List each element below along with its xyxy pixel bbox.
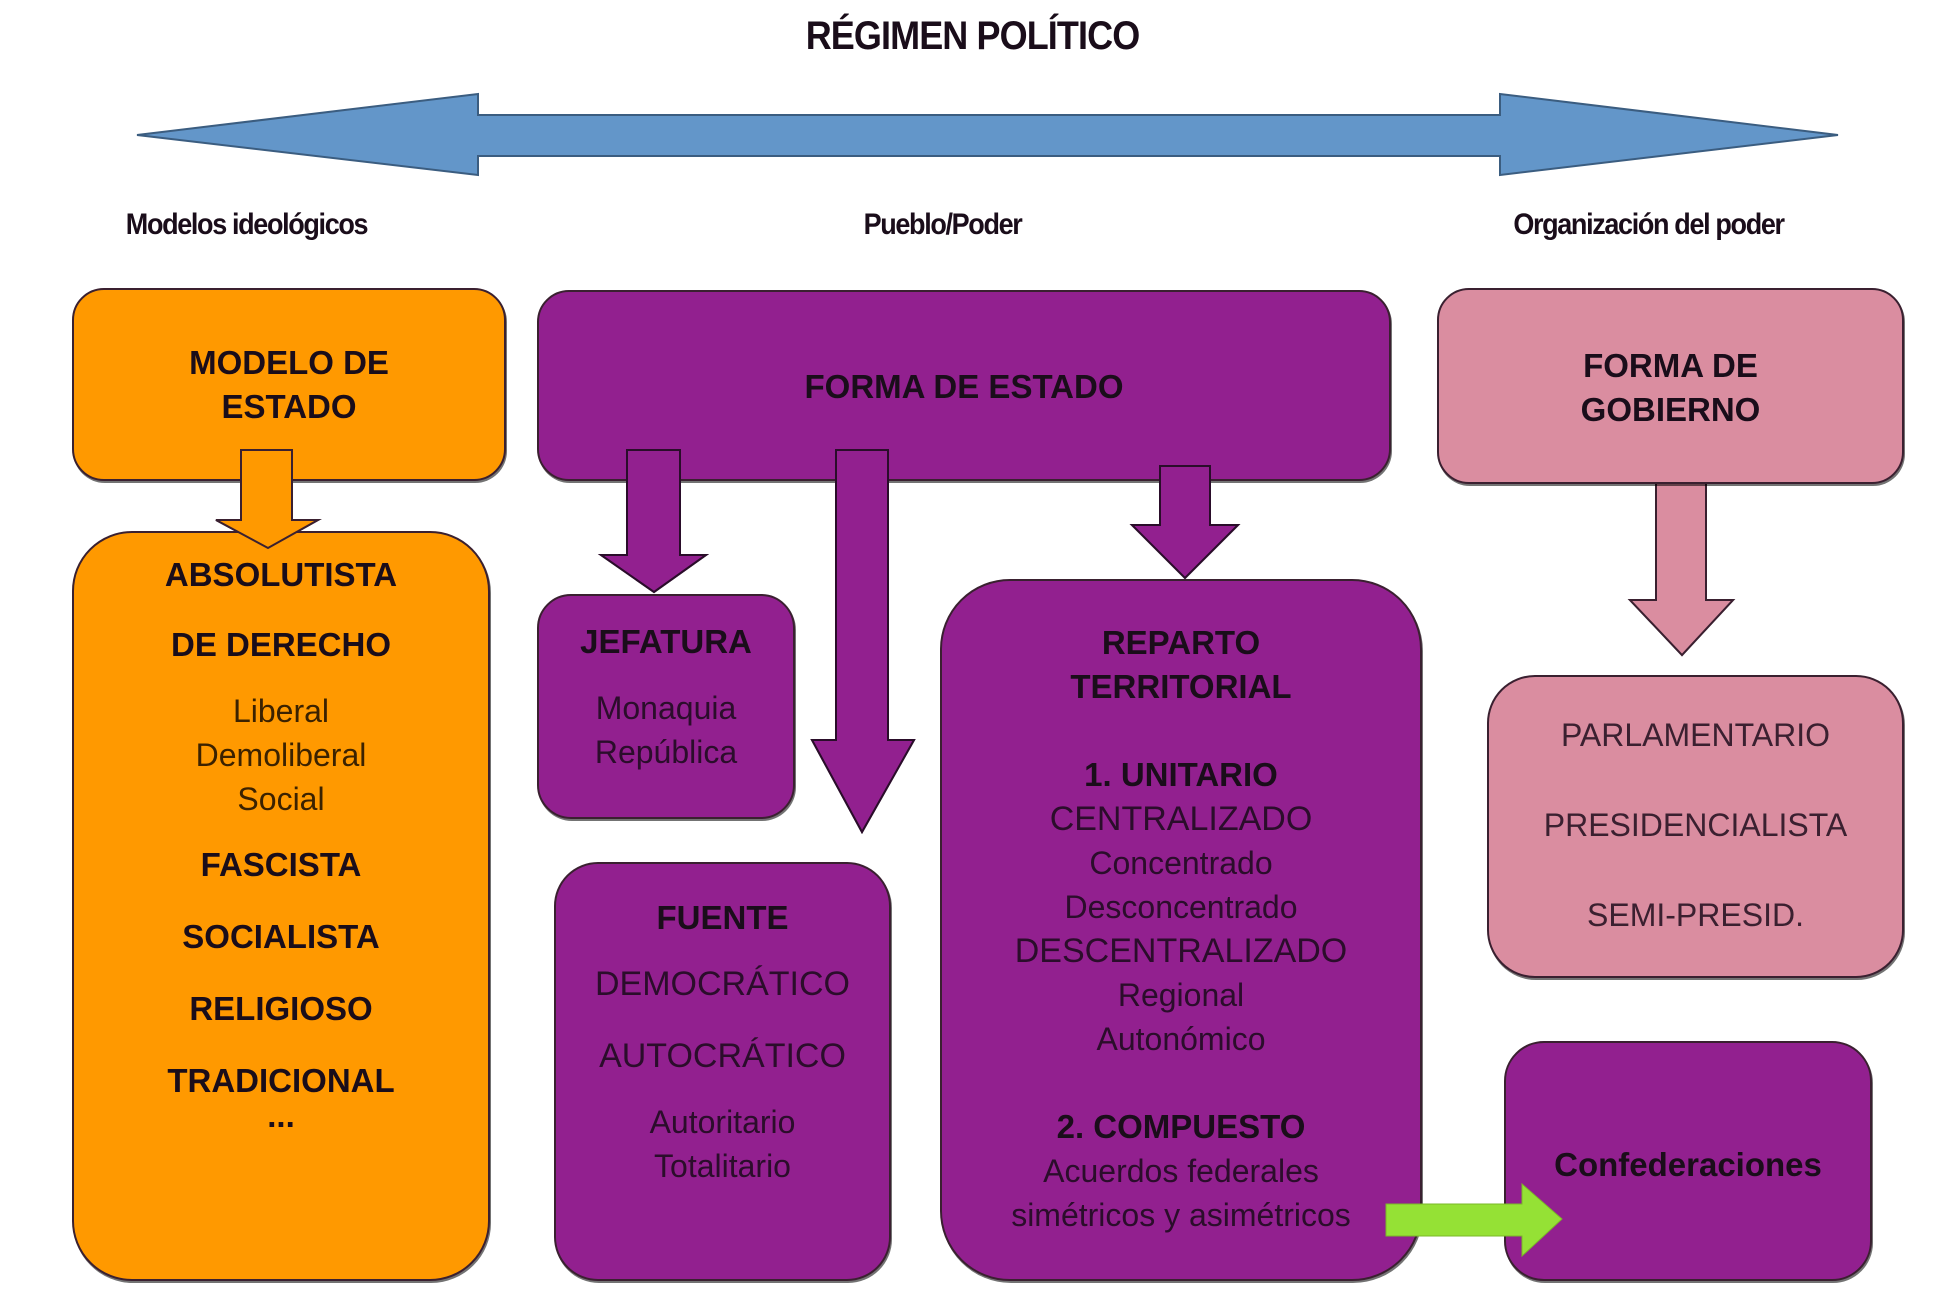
fuente-democratico: DEMOCRÁTICO [595,965,850,1003]
item-fascista: FASCISTA [200,846,362,883]
modelo-estado-title-1: MODELO DE [189,343,389,381]
reparto-acuerdos: Acuerdos federales [1043,1153,1319,1189]
forma-gobierno-title-2: GOBIERNO [1580,391,1761,428]
jefatura-monarquia: Monaquia [595,690,737,726]
fuente-title: FUENTE [656,899,789,936]
forma-estado-box: FORMA DE ESTADO [537,290,1391,481]
item-socialista: SOCIALISTA [182,918,380,955]
reparto-simetricos: simétricos y asimétricos [1011,1197,1351,1233]
item-more: ... [267,1097,295,1134]
forma-estado-title: FORMA DE ESTADO [804,368,1124,405]
jefatura-republica: República [594,734,738,770]
reparto-desconcentrado: Desconcentrado [1064,889,1298,925]
gobierno-presidencialista: PRESIDENCIALISTA [1543,807,1848,843]
confederaciones-label: Confederaciones [1554,1146,1822,1183]
jefatura-box: JEFATURA Monaquia República [537,594,795,819]
reparto-title-1: REPARTO [1101,624,1261,661]
reparto-centralizado: CENTRALIZADO [1049,800,1313,838]
reparto-title-2: TERRITORIAL [1070,668,1292,705]
jefatura-title: JEFATURA [580,623,752,660]
reparto-compuesto: 2. COMPUESTO [1056,1108,1306,1145]
forma-gobierno-box: FORMA DE GOBIERNO [1437,288,1904,484]
item-absolutista: ABSOLUTISTA [164,556,398,593]
reparto-unitario: 1. UNITARIO [1084,756,1278,793]
modelo-list-box: ABSOLUTISTA DE DERECHO Liberal Demoliber… [72,531,490,1281]
item-religioso: RELIGIOSO [189,990,373,1027]
gobierno-parlamentario: PARLAMENTARIO [1560,717,1831,753]
axis-label-left: Modelos ideológicos [125,208,369,241]
forma-gobierno-title-1: FORMA DE [1583,347,1758,384]
fuente-autocratico: AUTOCRÁTICO [599,1037,846,1075]
double-arrow-icon [136,92,1839,177]
item-demoliberal: Demoliberal [195,737,367,773]
modelo-estado-box: MODELO DE ESTADO [72,288,506,481]
arrow-down-icon [810,449,916,835]
item-tradicional: TRADICIONAL [167,1062,395,1099]
item-liberal: Liberal [232,693,330,729]
gobierno-tipos-box: PARLAMENTARIO PRESIDENCIALISTA SEMI-PRES… [1487,675,1904,978]
arrow-down-icon [1129,465,1241,580]
modelo-estado-title-2: ESTADO [221,387,357,425]
reparto-descentralizado: DESCENTRALIZADO [1014,932,1348,970]
reparto-autonomico: Autonómico [1096,1021,1266,1057]
item-de-derecho: DE DERECHO [170,626,392,663]
item-social: Social [237,781,325,817]
reparto-regional: Regional [1117,977,1245,1013]
fuente-autoritario: Autoritario [649,1104,796,1140]
diagram-title: RÉGIMEN POLÍTICO [805,14,1141,58]
axis-label-center: Pueblo/Poder [863,208,1023,241]
gobierno-semipresidencial: SEMI-PRESID. [1587,897,1804,933]
fuente-box: FUENTE DEMOCRÁTICO AUTOCRÁTICO Autoritar… [554,862,891,1281]
axis-label-right: Organización del poder [1513,208,1785,241]
confederaciones-box: Confederaciones [1504,1041,1872,1281]
fuente-totalitario: Totalitario [654,1148,791,1184]
reparto-concentrado: Concentrado [1089,845,1273,881]
reparto-territorial-box: REPARTO TERRITORIAL 1. UNITARIO CENTRALI… [940,579,1422,1281]
